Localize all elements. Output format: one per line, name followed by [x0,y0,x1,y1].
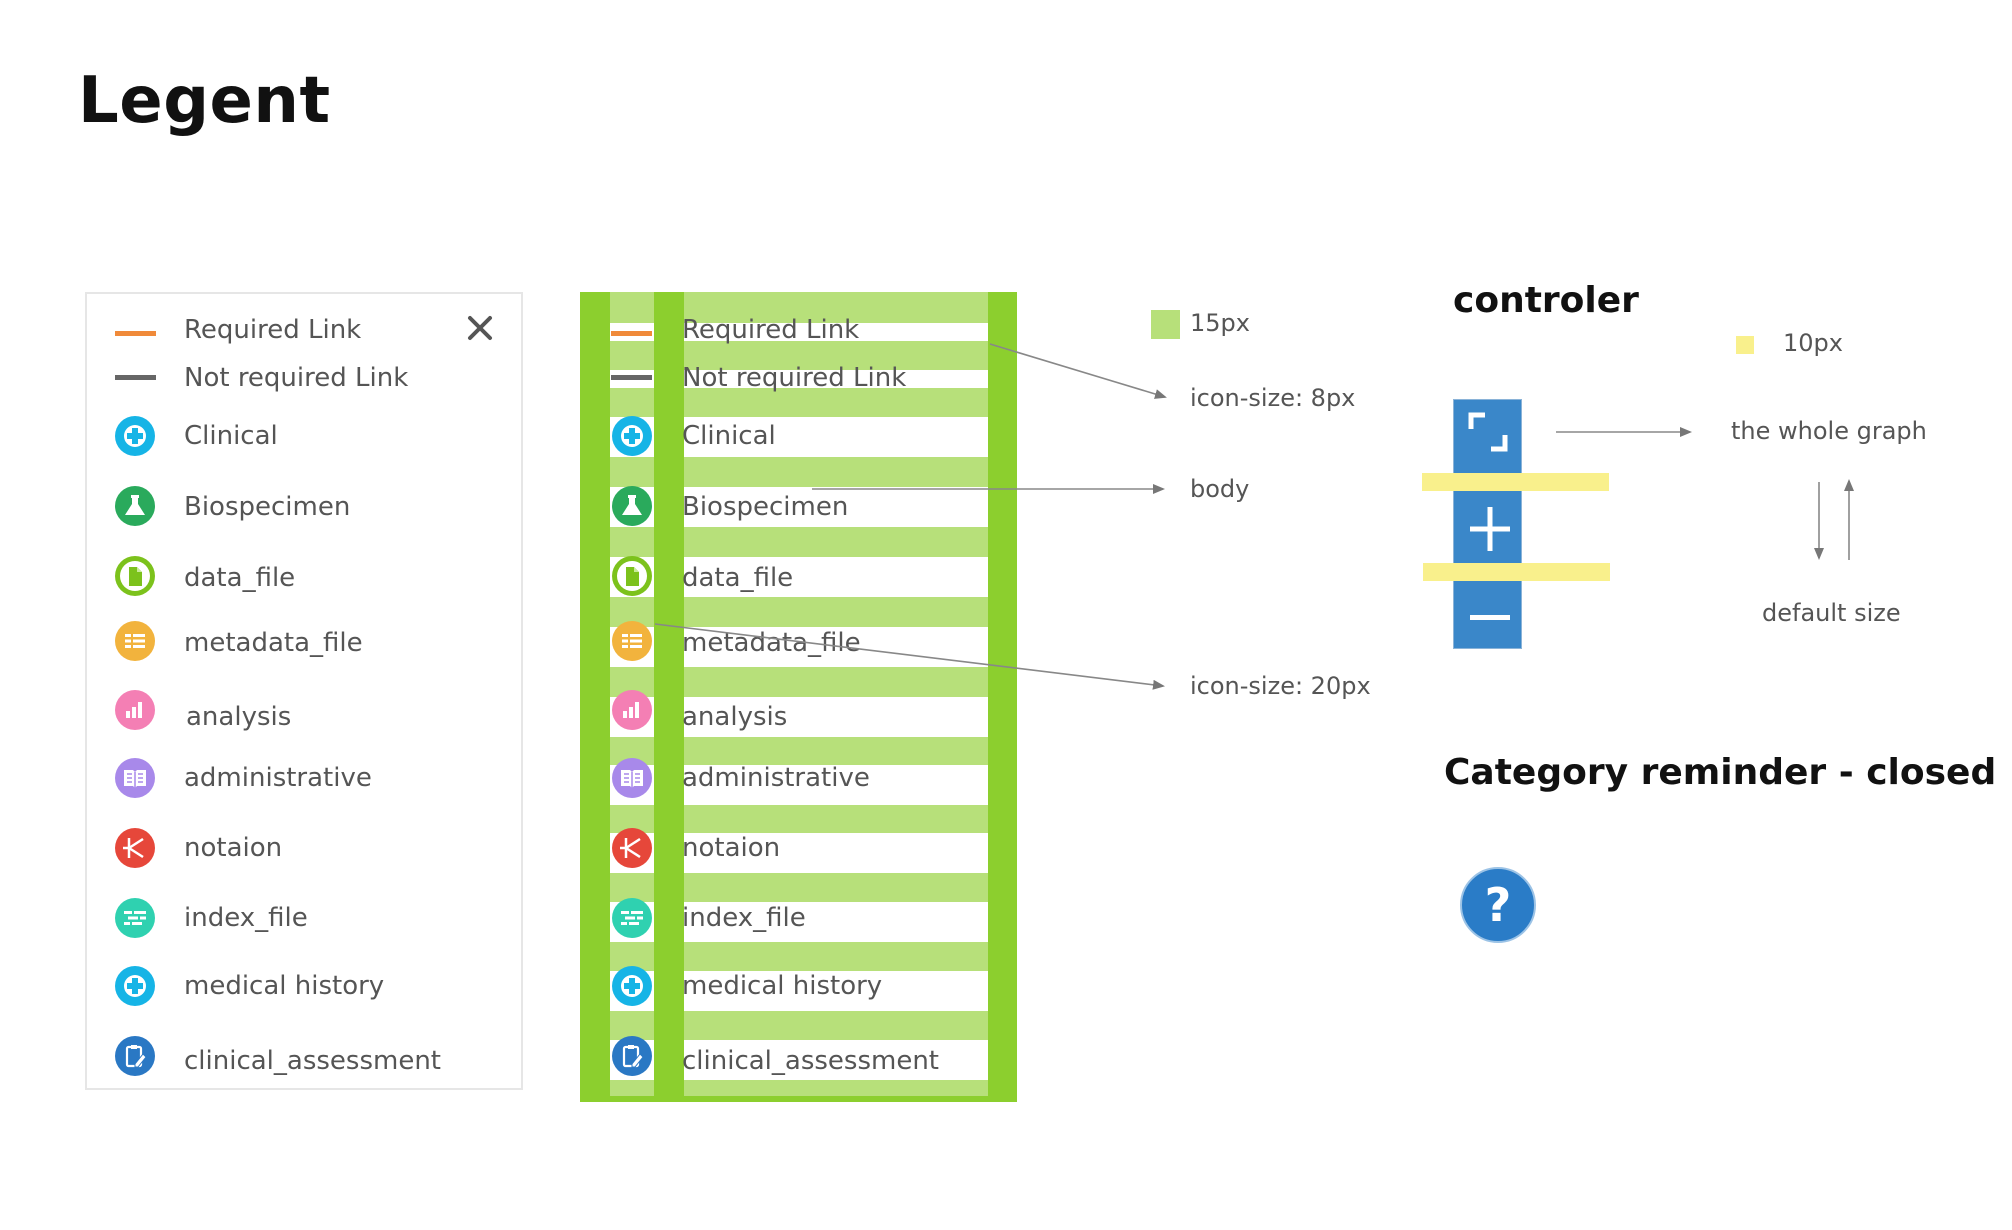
bar-chart-icon [115,690,155,735]
legend-panel [85,292,523,1090]
spec-row [580,323,1017,341]
required-link-line [115,331,156,336]
legend-label-clinical-assessment: clinical_assessment [184,1046,442,1076]
zoom-in-icon[interactable] [1470,497,1510,557]
spec-padding-column [580,292,610,1102]
legend-label-clinical: Clinical [184,421,278,451]
arrow-icon-size-8 [989,343,1167,399]
spacer-10px [1422,473,1609,491]
close-icon[interactable] [462,310,498,346]
table-icon [612,621,652,666]
spec-label-required-link: Required Link [682,315,860,345]
fit-whole-graph-icon[interactable] [1465,405,1511,459]
spec-label-data-file: data_file [682,563,794,593]
bar-chart-icon [612,690,652,735]
spec-label-not-required-link: Not required Link [682,363,907,393]
spec-row [580,833,1017,873]
spec-label-clinical: Clinical [682,421,776,451]
clinical-plus-icon [612,416,652,461]
swatch-10px [1736,336,1754,354]
label-icon-size-8: icon-size: 8px [1190,384,1356,412]
not-required-link-line [115,375,156,380]
label-body: body [1190,475,1250,503]
legend-label-biospecimen: Biospecimen [184,492,351,522]
spec-label-biospecimen: Biospecimen [682,492,849,522]
label-icon-size-20: icon-size: 20px [1190,672,1371,700]
spec-label-analysis: analysis [682,702,788,732]
spec-label-index-file: index_file [682,903,806,933]
spec-label-metadata-file: metadata_file [682,628,861,658]
clipboard-icon [115,1036,155,1081]
spec-row [580,1040,1017,1080]
legend-label-analysis: analysis [186,702,292,732]
spec-row [580,370,1017,388]
legend-label-notaion: notaion [184,833,283,863]
not-required-link-line [611,375,652,380]
legend-label-administrative: administrative [184,763,372,793]
spacer-10px [1423,563,1610,581]
spec-bottom-edge [580,1096,1017,1102]
spec-padding-column [988,292,1017,1102]
swatch-15px [1151,310,1180,339]
file-icon [612,556,652,601]
notation-icon [115,828,155,873]
book-icon [115,758,155,803]
clinical-plus-icon [115,416,155,461]
category-reminder-title: Category reminder - closed [1444,752,1997,793]
spec-row [580,902,1017,942]
controller-title: controler [1453,280,1639,321]
index-icon [612,898,652,943]
spec-label-notaion: notaion [682,833,781,863]
label-whole-graph: the whole graph [1731,417,1927,445]
help-button[interactable]: ? [1460,867,1536,943]
file-icon [115,556,155,601]
legend-label-required-link: Required Link [184,315,362,345]
flask-icon [115,486,155,531]
label-10px: 10px [1783,329,1843,357]
clipboard-icon [612,1036,652,1081]
medical-history-plus-icon [115,966,155,1011]
legend-label-data-file: data_file [184,563,296,593]
spec-row [580,557,1017,597]
label-15px: 15px [1190,309,1250,337]
question-icon: ? [1484,878,1512,932]
notation-icon [612,828,652,873]
spec-row [580,627,1017,667]
spec-label-medical-history: medical history [682,971,883,1001]
book-icon [612,758,652,803]
spec-row [580,765,1017,805]
legend-label-metadata-file: metadata_file [184,628,363,658]
spec-row [580,417,1017,457]
required-link-line [611,331,652,336]
spec-label-clinical-assessment: clinical_assessment [682,1046,940,1076]
page-title: Legent [78,64,331,138]
table-icon [115,621,155,666]
spec-row [580,487,1017,527]
legend-label-medical-history: medical history [184,971,385,1001]
spec-label-administrative: administrative [682,763,870,793]
legend-label-index-file: index_file [184,903,308,933]
arrow-icon-size-20 [654,623,1165,690]
zoom-out-icon[interactable] [1470,585,1510,645]
spec-row [580,971,1017,1011]
spec-padding-column [654,292,684,1102]
spec-row [580,697,1017,737]
label-default-size: default size [1762,599,1901,627]
medical-history-plus-icon [612,966,652,1011]
flask-icon [612,486,652,531]
index-icon [115,898,155,943]
legend-label-not-required-link: Not required Link [184,363,409,393]
